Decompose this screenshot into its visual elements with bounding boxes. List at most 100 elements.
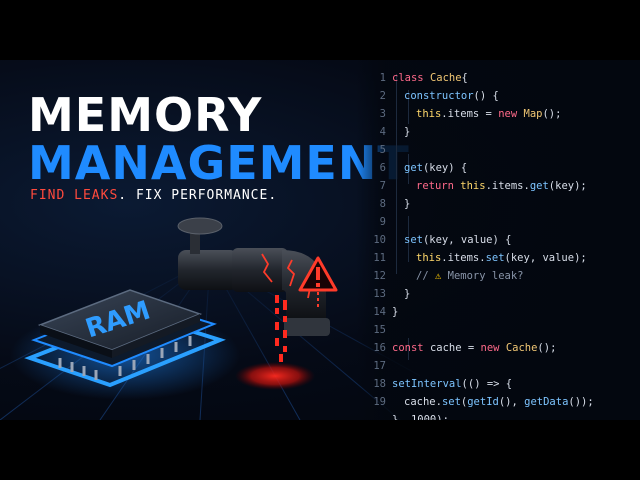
line-number: 5	[379, 144, 386, 156]
indent-guide	[408, 338, 409, 360]
title-management: MANAGEMENT	[28, 136, 410, 190]
code-line: }, 1000);	[356, 412, 640, 420]
code-line: 13}	[356, 286, 640, 302]
tagline: FIND LEAKS. FIX PERFORMANCE.	[30, 188, 277, 203]
line-number: 12	[373, 270, 386, 282]
line-number: 18	[373, 378, 386, 390]
code-token: cache.	[404, 396, 442, 408]
line-number: 7	[379, 180, 386, 192]
code-line: 11 this.items.set(key, value);	[356, 250, 640, 266]
code-line: 8}	[356, 196, 640, 212]
code-line: 7 return this.items.get(key);	[356, 178, 640, 194]
line-number: 10	[373, 234, 386, 246]
code-text: }	[404, 196, 410, 212]
code-text: class Cache{	[392, 70, 468, 86]
code-token: }	[392, 306, 399, 318]
code-token: }, 1000);	[392, 414, 449, 420]
code-text: setInterval(() => {	[392, 376, 512, 392]
code-token: {	[461, 72, 468, 84]
code-token: set	[441, 396, 461, 408]
code-token: .items.	[485, 180, 530, 192]
code-token: new	[498, 108, 524, 120]
indent-guide	[396, 74, 397, 274]
code-text: // ⚠ Memory leak?	[416, 268, 523, 284]
leaking-pipe-icon	[177, 217, 330, 390]
code-text: }	[392, 304, 398, 320]
line-number: 2	[379, 90, 386, 102]
line-number: 16	[373, 342, 386, 354]
code-token: setInterval	[392, 378, 462, 390]
code-token: get	[529, 180, 549, 192]
code-token: }	[404, 198, 411, 210]
code-text: this.items.set(key, value);	[416, 250, 587, 266]
code-token: }	[404, 288, 411, 300]
code-token: return	[416, 180, 461, 192]
code-token: (key, value);	[504, 252, 587, 264]
code-token: getData	[524, 396, 569, 408]
code-line: 5	[356, 142, 640, 158]
code-line: 18 setInterval(() => {	[356, 376, 640, 392]
code-token: getId	[467, 396, 499, 408]
code-line: 17	[356, 358, 640, 374]
code-token: (key) {	[422, 162, 468, 174]
code-token: .items.	[441, 252, 486, 264]
code-token: () {	[473, 90, 499, 102]
line-number: 9	[379, 216, 386, 228]
code-token: Cache	[505, 342, 538, 354]
code-token: Map	[523, 108, 543, 120]
code-line: 1 class Cache{	[356, 70, 640, 86]
code-token: (key);	[548, 180, 587, 192]
code-token: set	[485, 252, 505, 264]
warning-icon	[298, 256, 338, 310]
code-token: ());	[568, 396, 594, 408]
code-token: this	[416, 252, 442, 264]
tagline-find-leaks: FIND LEAKS	[30, 188, 119, 203]
code-token: constructor	[404, 90, 474, 102]
line-number: 11	[373, 252, 386, 264]
indent-guide	[408, 154, 409, 184]
line-number: 14	[373, 306, 386, 318]
code-line: 14}	[356, 304, 640, 320]
code-token: const	[392, 342, 430, 354]
line-number: 6	[379, 162, 386, 174]
illustration: RAM	[10, 217, 338, 400]
code-line: 15	[356, 322, 640, 338]
code-token: Memory leak?	[441, 270, 524, 282]
code-token: Cache	[429, 72, 462, 84]
code-token: ⚠	[434, 270, 442, 282]
ram-chip-icon: RAM	[24, 289, 226, 388]
code-text: this.items = new Map();	[416, 106, 561, 122]
code-token: }	[404, 126, 411, 138]
code-token: this	[460, 180, 486, 192]
code-text: }	[404, 286, 410, 302]
line-number: 15	[373, 324, 386, 336]
code-token: ();	[542, 108, 562, 120]
code-text: constructor() {	[404, 88, 499, 104]
code-text: return this.items.get(key);	[416, 178, 587, 194]
code-token: //	[416, 270, 435, 282]
letterbox-top	[0, 0, 640, 60]
code-token: ();	[537, 342, 557, 354]
code-text: const cache = new Cache();	[392, 340, 556, 356]
line-number: 17	[373, 360, 386, 372]
indent-guide	[408, 90, 409, 124]
code-text: }	[404, 124, 410, 140]
code-token: get	[404, 162, 423, 174]
code-token: (),	[498, 396, 525, 408]
code-line: 4}	[356, 124, 640, 140]
tagline-separator: .	[118, 188, 136, 203]
title-memory: MEMORY	[28, 88, 263, 142]
code-line: 2 constructor() {	[356, 88, 640, 104]
code-line: 12 // ⚠ Memory leak?	[356, 268, 640, 284]
line-number: 1	[379, 72, 386, 84]
code-line: 6 get(key) {	[356, 160, 640, 176]
code-token: new	[480, 342, 506, 354]
code-text: }, 1000);	[392, 412, 449, 420]
code-text: set(key, value) {	[404, 232, 511, 248]
code-line: 10 set(key, value) {	[356, 232, 640, 248]
line-number: 19	[373, 396, 386, 408]
indent-guide	[408, 216, 409, 262]
